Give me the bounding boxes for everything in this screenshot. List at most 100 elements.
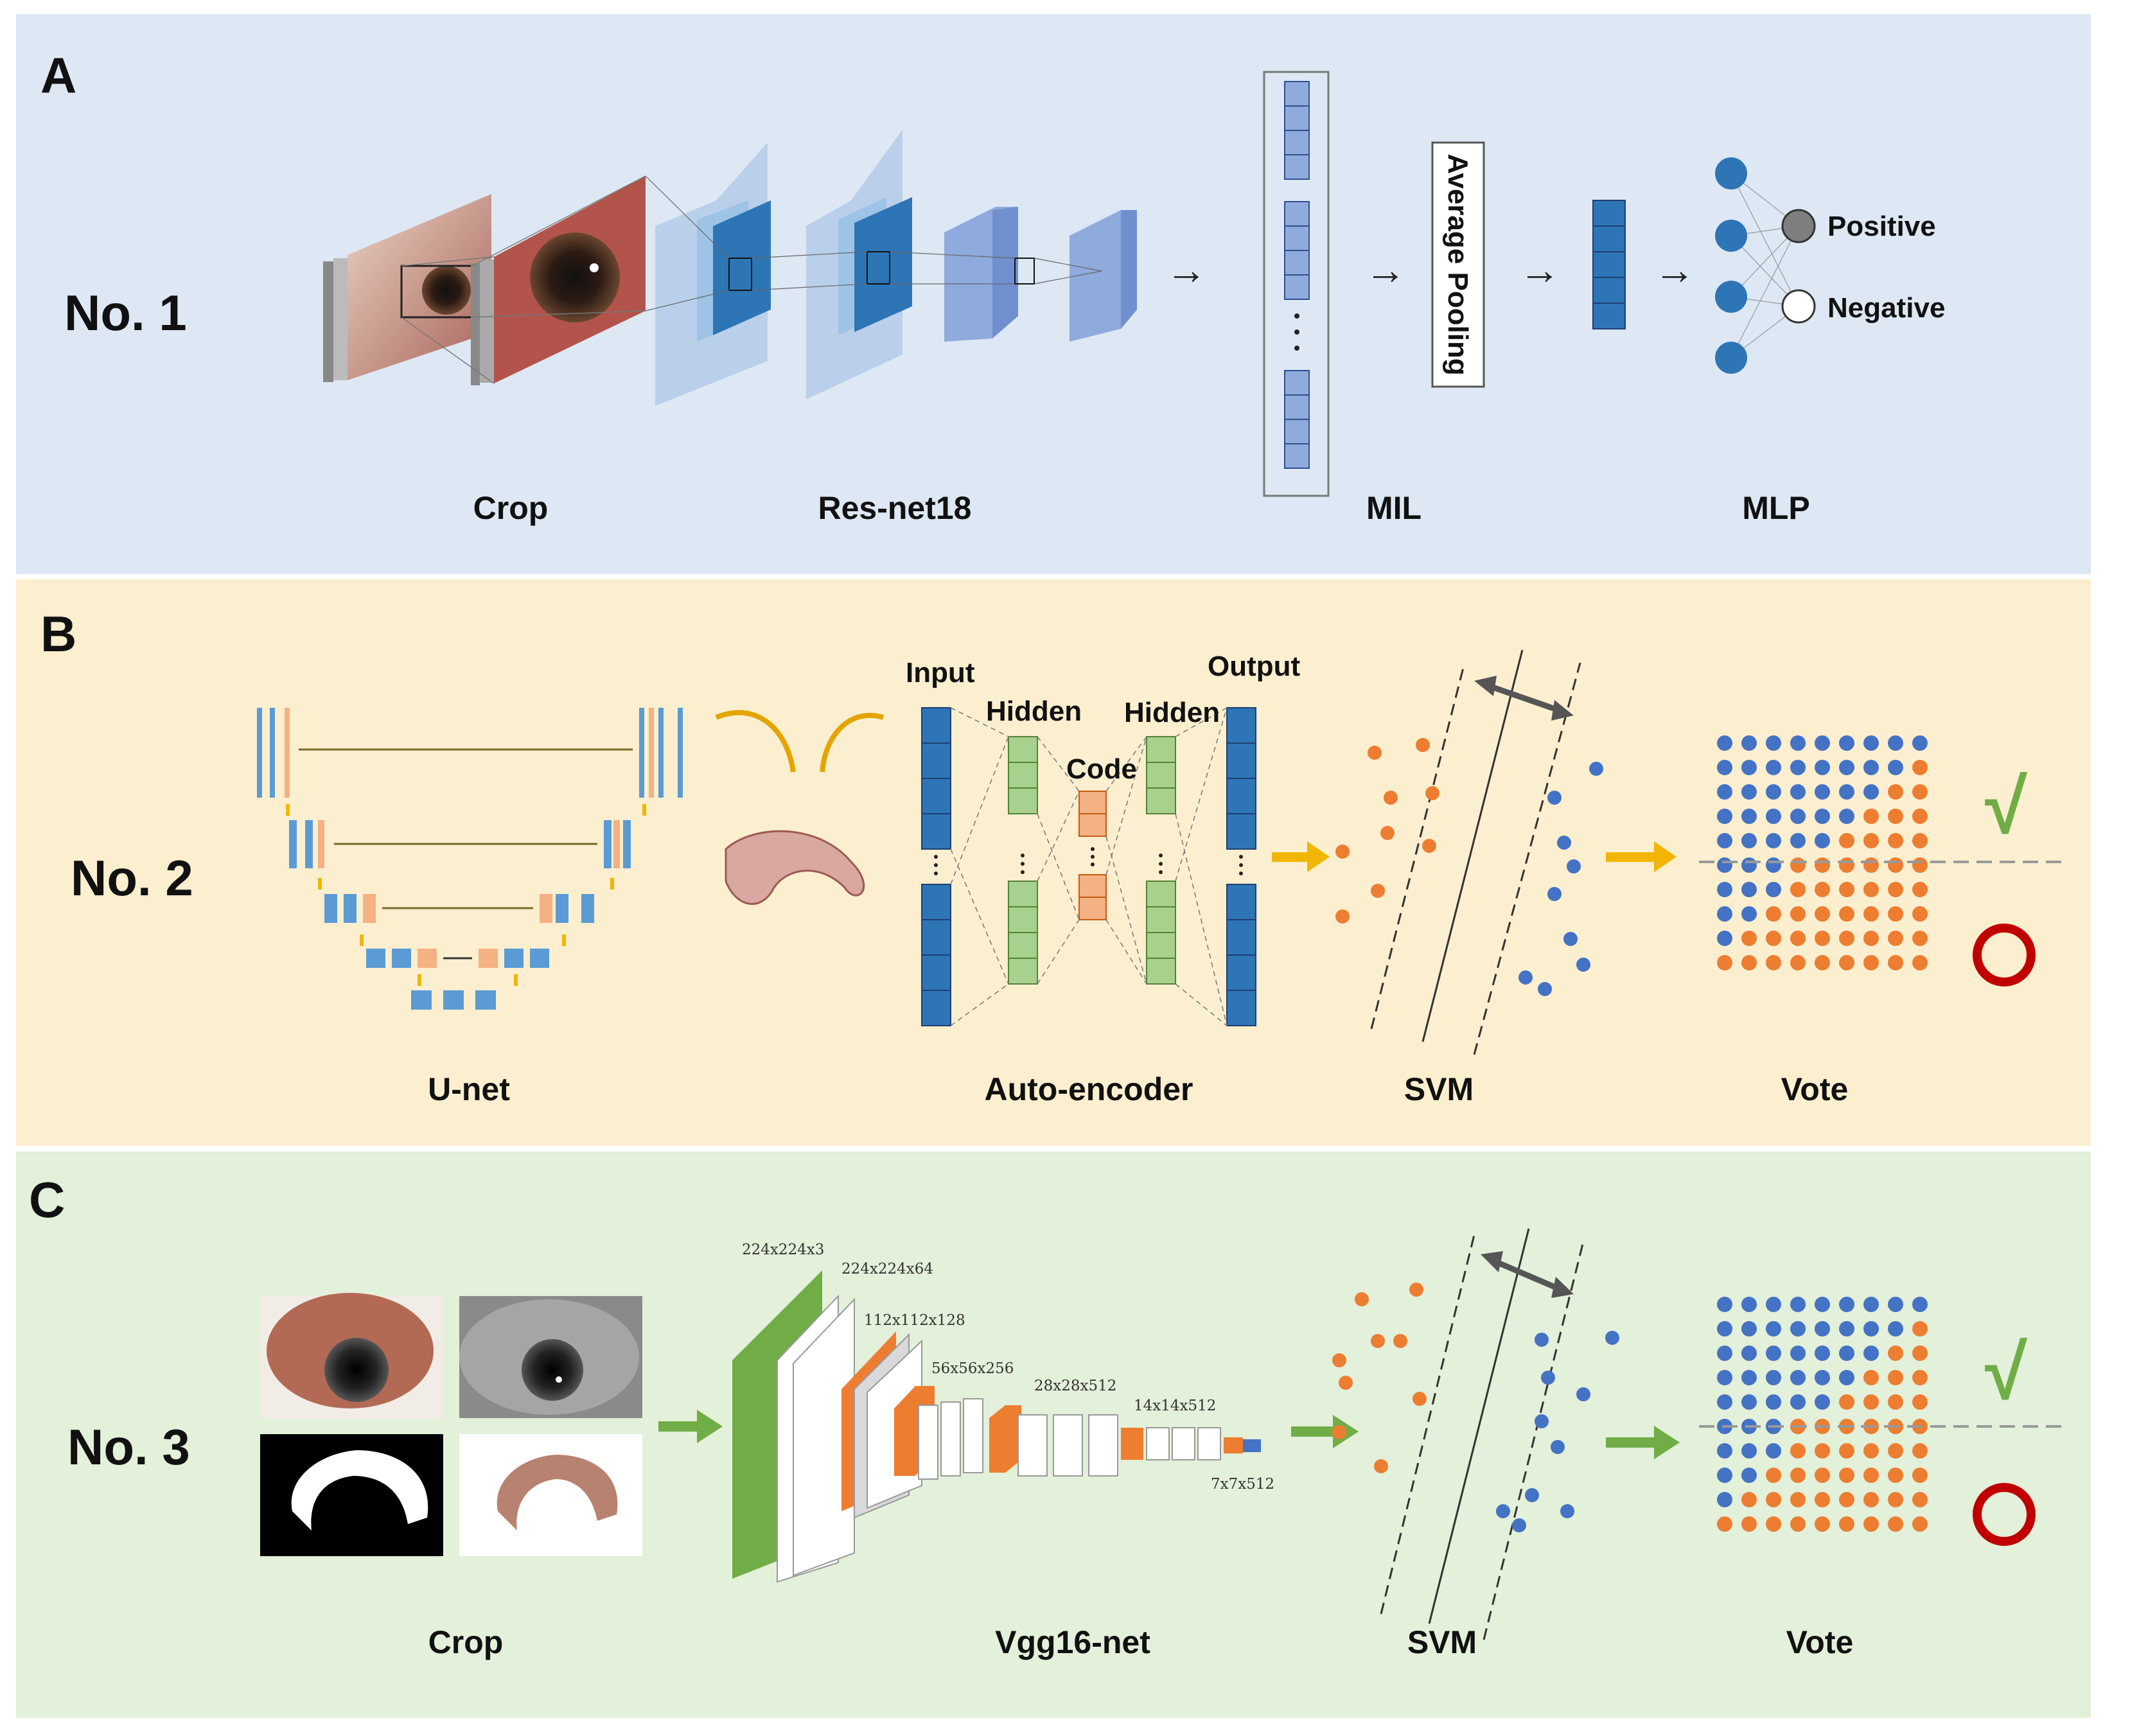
vote-dot [1741, 1394, 1757, 1410]
vote-dot [1888, 1443, 1903, 1459]
vote-dot [1741, 760, 1757, 775]
row-label-no1: No. 1 [64, 285, 187, 341]
vote-dot [1839, 1443, 1854, 1459]
vote-dot [1888, 760, 1903, 775]
vote-dot [1741, 735, 1757, 751]
vote-dot [1863, 882, 1879, 897]
arrow-to-vgg [658, 1410, 723, 1443]
arrow-to-svm-b [1272, 841, 1330, 872]
vote-dot [1766, 955, 1781, 970]
panel-a-graphics: → → Average Pooling → → [323, 71, 1945, 497]
vote-dot [1863, 1346, 1879, 1361]
vote-dot [1888, 1516, 1903, 1532]
row-label-no3: No. 3 [67, 1419, 190, 1475]
vote-dot [1790, 906, 1806, 922]
vote-dot [1815, 1346, 1830, 1361]
crop-segmented-image [459, 1434, 642, 1556]
panel-c-graphics: 224x224x3 224x224x64 112x112x128 56x56x2… [260, 1228, 2065, 1640]
caption-vgg: Vgg16-net [995, 1624, 1150, 1660]
vote-dot [1790, 1394, 1806, 1410]
vote-dot [1839, 1516, 1854, 1532]
arrow-to-vote-c [1606, 1426, 1680, 1459]
vote-dot [1741, 833, 1757, 848]
vote-dot [1888, 1492, 1903, 1507]
autoencoder-diagram: Input Hidden Code Hidden Output [906, 651, 1301, 1026]
vote-dot [1888, 857, 1903, 873]
circle-mark-c [1973, 1483, 2036, 1546]
resnet-block-3 [944, 207, 1035, 342]
vote-dot [1839, 1346, 1854, 1361]
vote-dot [1863, 833, 1879, 848]
vote-dot [1839, 882, 1854, 897]
vote-dot [1912, 955, 1928, 970]
arrow-to-vote-b [1606, 841, 1677, 872]
caption-svm-b: SVM [1404, 1071, 1474, 1107]
resnet-block-4 [1069, 210, 1137, 342]
vote-dot [1912, 1297, 1928, 1312]
panel-b: Input Hidden Code Hidden Output [16, 579, 2091, 1146]
vgg16-diagram: 224x224x3 224x224x64 112x112x128 56x56x2… [732, 1241, 1274, 1583]
vote-dot [1839, 833, 1854, 848]
vote-dot [1741, 1516, 1757, 1532]
circle-mark-b [1973, 924, 2036, 986]
vote-dot [1790, 955, 1806, 970]
caption-crop-c: Crop [428, 1624, 504, 1660]
vote-dot [1790, 857, 1806, 873]
vote-dot [1863, 1516, 1879, 1532]
vote-dot [1790, 882, 1806, 897]
unet-diagram [257, 708, 683, 1010]
vgg-size-label-5: 28x28x512 [1034, 1378, 1116, 1394]
ae-output-label: Output [1208, 651, 1301, 682]
vote-dot [1790, 1468, 1806, 1483]
caption-mlp: MLP [1742, 490, 1810, 526]
vote-dot [1912, 906, 1928, 922]
vote-dot [1815, 857, 1830, 873]
vote-dot [1766, 784, 1781, 800]
caption-svm-c: SVM [1407, 1624, 1477, 1660]
vote-dot [1839, 1297, 1854, 1312]
vgg-size-label-6: 14x14x512 [1134, 1398, 1216, 1414]
vote-dot [1863, 906, 1879, 922]
panel-b-graphics: Input Hidden Code Hidden Output [257, 649, 2065, 1055]
ae-hidden-label-2: Hidden [1124, 697, 1220, 728]
vote-dot [1766, 906, 1781, 922]
vote-dot [1888, 1346, 1903, 1361]
panel-a: → → Average Pooling → → [16, 14, 2091, 574]
vgg-size-label-2: 224x224x64 [841, 1261, 933, 1277]
vote-dot [1790, 1346, 1806, 1361]
vote-dot [1912, 931, 1928, 946]
vote-dot [1741, 1443, 1757, 1459]
caption-vote-b: Vote [1781, 1071, 1849, 1107]
vote-dot [1717, 931, 1732, 946]
vote-dot [1717, 906, 1732, 922]
vote-dot [1863, 931, 1879, 946]
ae-hidden-label-1: Hidden [986, 696, 1082, 727]
vote-dot [1888, 784, 1903, 800]
vote-dot [1717, 1516, 1732, 1532]
vote-dot [1766, 760, 1781, 775]
vote-dot [1863, 857, 1879, 873]
vote-dot [1766, 931, 1781, 946]
vote-dot [1766, 809, 1781, 824]
vote-grid-c [1717, 1297, 1928, 1532]
vote-dot [1741, 906, 1757, 922]
resnet-block-2 [806, 130, 912, 399]
crop-gray-eye-image [459, 1296, 642, 1418]
vote-grid-b [1717, 735, 1928, 970]
vote-dot [1839, 906, 1854, 922]
vote-dot [1741, 1297, 1757, 1312]
ae-code-label: Code [1066, 753, 1137, 785]
average-pooling-box: Average Pooling [1431, 141, 1485, 388]
vote-dot [1790, 735, 1806, 751]
vote-dot [1815, 1394, 1830, 1410]
vote-dot [1839, 931, 1854, 946]
vote-dot [1717, 1370, 1732, 1385]
vote-dot [1815, 1370, 1830, 1385]
vote-dot [1863, 784, 1879, 800]
ae-input-label: Input [906, 657, 975, 688]
arrow-to-pooling: → [1365, 247, 1406, 293]
vote-dot [1912, 784, 1928, 800]
vote-dot [1863, 1468, 1879, 1483]
vote-dot [1912, 1370, 1928, 1385]
panel-c: 224x224x3 224x224x64 112x112x128 56x56x2… [16, 1152, 2091, 1718]
